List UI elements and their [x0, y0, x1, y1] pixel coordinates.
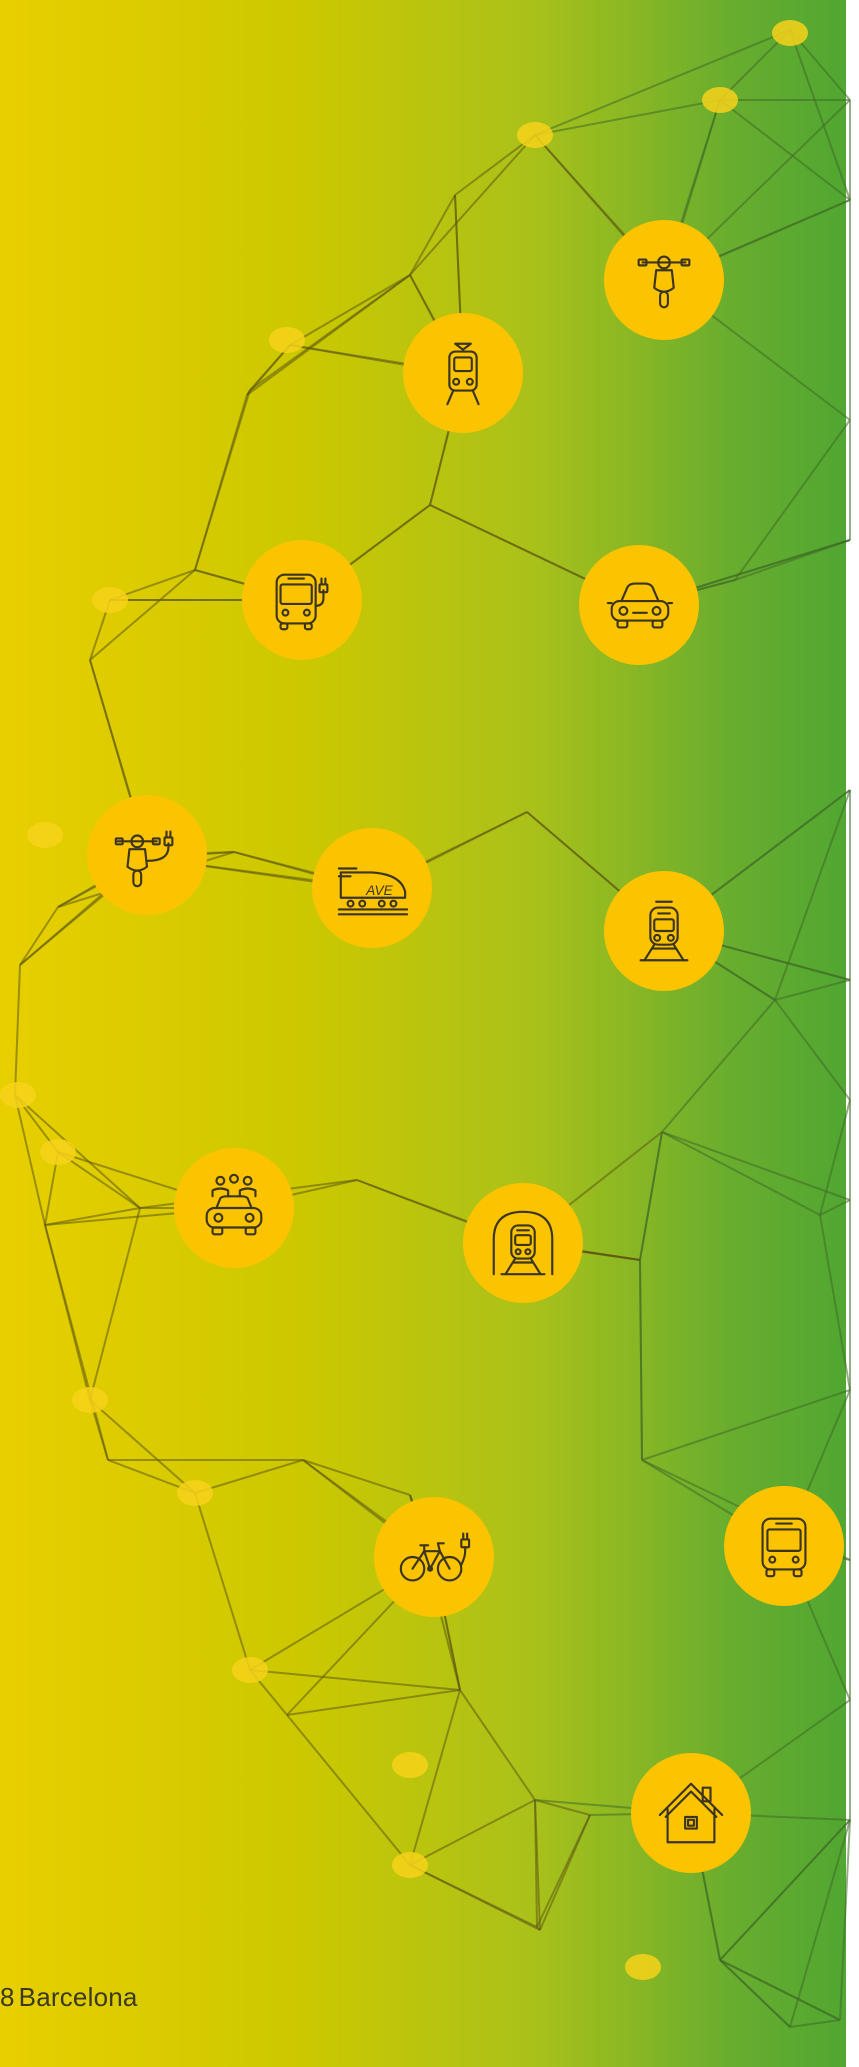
network-edge — [249, 1669, 461, 1691]
ave-high-speed-train-icon: AVE — [337, 867, 409, 916]
network-edge — [44, 1224, 109, 1461]
network-dot — [392, 1752, 428, 1778]
metro-icon — [492, 1210, 554, 1276]
network-edge — [734, 419, 851, 581]
bus-node — [724, 1486, 844, 1606]
scooter-node — [604, 220, 724, 340]
network-edge — [641, 1389, 851, 1461]
network-edge — [774, 979, 851, 1001]
network-edge — [789, 29, 851, 201]
network-edge — [661, 1131, 821, 1216]
network-edge — [719, 1959, 841, 2021]
ave-node: AVE — [312, 828, 432, 948]
network-edge — [44, 1207, 141, 1226]
tram-icon — [446, 342, 480, 406]
network-edge — [289, 274, 411, 346]
electric-bus-node — [242, 540, 362, 660]
network-edge — [286, 1714, 411, 1866]
network-dot — [92, 587, 128, 613]
network-dot — [702, 87, 738, 113]
network-dot — [772, 20, 808, 46]
train-node — [604, 871, 724, 991]
tram-node — [403, 313, 523, 433]
network-dot — [269, 327, 305, 353]
network-edge — [14, 1094, 46, 1226]
network-edge — [194, 394, 248, 571]
network-edge — [409, 1689, 461, 1866]
train-icon — [639, 900, 689, 962]
network-edge — [409, 1799, 536, 1866]
network-edge — [839, 1819, 851, 2021]
network-edge — [539, 1814, 591, 1931]
network-edge — [14, 1094, 141, 1209]
network-edge — [661, 999, 776, 1133]
network-dots — [0, 20, 808, 1980]
network-edge — [246, 274, 411, 396]
network-edge — [14, 964, 21, 1096]
electric-bike-node — [374, 1497, 494, 1617]
network-edge — [639, 1259, 643, 1461]
bus-icon — [761, 1517, 807, 1578]
network-edge — [719, 99, 851, 201]
network-edge — [459, 1689, 536, 1801]
network-edge — [409, 134, 536, 276]
network-dot — [40, 1139, 76, 1165]
network-edge — [661, 1131, 851, 1201]
metro-node — [463, 1183, 583, 1303]
network-edge — [819, 1099, 851, 1216]
network-edge — [194, 1459, 304, 1494]
electric-bus-icon — [275, 573, 329, 631]
network-edge — [719, 1959, 791, 2028]
network-dot — [517, 122, 553, 148]
network-dot — [177, 1480, 213, 1506]
network-edge — [774, 789, 851, 1001]
network-edge — [246, 344, 291, 396]
shared-car-icon — [205, 1173, 263, 1236]
network-dot — [392, 1852, 428, 1878]
network-edge — [194, 1492, 251, 1671]
network-edge — [534, 1799, 541, 1931]
network-edge — [534, 1799, 591, 1816]
network-edge — [302, 1459, 411, 1496]
network-edge — [409, 1864, 541, 1931]
electric-scooter-node — [87, 795, 207, 915]
electric-scooter-icon — [114, 830, 174, 888]
network-edge — [57, 1151, 141, 1209]
network-edge — [454, 134, 536, 196]
network-dot — [625, 1954, 661, 1980]
network-edge — [534, 29, 791, 136]
home-icon — [658, 1782, 724, 1844]
car-node — [579, 545, 699, 665]
network-dot — [72, 1387, 108, 1413]
ave-label: AVE — [365, 883, 393, 898]
car-icon — [606, 582, 674, 629]
network-edge — [89, 1207, 141, 1401]
network-edge — [286, 1689, 461, 1716]
city-label: Barcelona — [18, 1982, 138, 2012]
network-dot — [0, 1082, 36, 1108]
network-edge — [639, 1131, 663, 1261]
network-dot — [232, 1657, 268, 1683]
electric-bike-icon — [399, 1532, 471, 1582]
home-node — [631, 1753, 751, 1873]
network-edge — [409, 194, 456, 276]
page-number: 8 — [0, 1982, 15, 2012]
network-edge — [534, 99, 721, 136]
network-dot — [27, 822, 63, 848]
network-edge — [89, 569, 196, 661]
shared-car-node — [174, 1148, 294, 1268]
scooter-icon — [637, 255, 691, 309]
network-edge — [774, 999, 851, 1101]
network-edge — [789, 1819, 851, 2028]
network-edge — [89, 1399, 196, 1494]
network-edge — [819, 1214, 851, 1391]
network-edge — [19, 906, 59, 966]
network-edge — [789, 2019, 841, 2028]
network-edge — [819, 1199, 851, 1216]
network-edge — [719, 1819, 851, 1961]
